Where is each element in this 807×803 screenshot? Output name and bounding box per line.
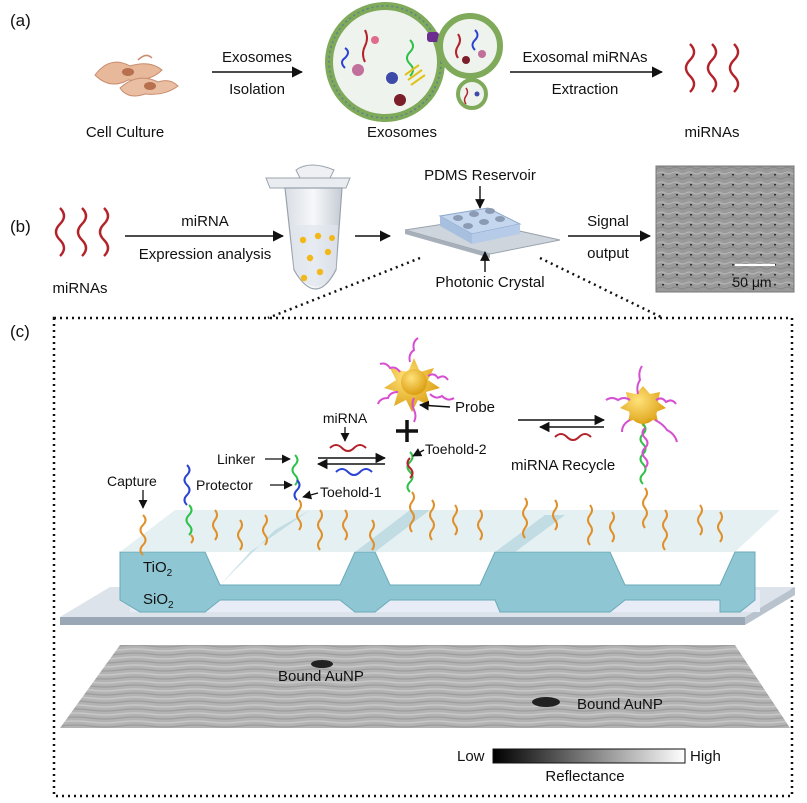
bound-aunp-spot-2 (532, 697, 560, 707)
mirna-strands-b-icon (54, 207, 110, 257)
protector-label: Protector (196, 477, 253, 493)
tio2-label: TiO2 (143, 559, 173, 579)
mirnas-label-a: miRNAs (685, 124, 740, 141)
panel-c-label: (c) (10, 322, 30, 341)
colorbar-high-label: High (690, 748, 721, 765)
mirnas-label-b: miRNAs (53, 280, 108, 297)
mirna-strands-a-icon (684, 43, 740, 93)
toehold-2-arrow (412, 448, 425, 457)
toehold-2-label: Toehold-2 (425, 441, 487, 457)
colorbar-low-label: Low (457, 748, 485, 765)
bound-probe-aunp (605, 365, 678, 529)
panel-a: (a) Cell Culture Exosomes Isolation (10, 2, 740, 141)
cell-culture-label: Cell Culture (86, 124, 164, 141)
expression-label-bottom: Expression analysis (139, 246, 272, 263)
mirna-recycle-label: miRNA Recycle (511, 457, 615, 474)
plus-icon (396, 420, 418, 442)
capture-label: Capture (107, 473, 157, 489)
microtube-icon (265, 164, 351, 290)
probe-arrow (419, 400, 451, 411)
mirna-label-c: miRNA (323, 410, 368, 426)
sio2-label: SiO2 (143, 591, 174, 611)
mirna-strand-c (329, 444, 367, 452)
pdms-label: PDMS Reservoir (424, 167, 536, 184)
recycled-mirna-strand (554, 433, 592, 441)
capture-protector-duplex-2 (291, 454, 302, 531)
extraction-label-bottom: Extraction (552, 81, 619, 98)
isolation-label-bottom: Isolation (229, 81, 285, 98)
exosomes-label: Exosomes (367, 124, 437, 141)
panel-c: (c) TiO2 SiO2 (10, 316, 795, 798)
expression-label-top: miRNA (181, 213, 229, 230)
photonic-crystal-substrate (60, 510, 795, 625)
zoom-line-right (539, 256, 664, 320)
linker-label: Linker (217, 451, 255, 467)
toehold-1-label: Toehold-1 (320, 484, 382, 500)
capture-strands (139, 497, 723, 556)
toehold-1-arrow (302, 490, 319, 500)
reflectance-colorbar (492, 748, 686, 764)
cell-culture-icon (94, 54, 179, 97)
exosome-small-icon (456, 78, 488, 110)
bound-aunp-label-2: Bound AuNP (577, 696, 663, 713)
toehold-2-duplex (406, 451, 415, 533)
released-protector-strand (335, 468, 373, 476)
signal-label-top: Signal (587, 213, 629, 230)
probe-aunp (377, 337, 455, 423)
photonic-chip-icon (404, 207, 561, 258)
colorbar-title: Reflectance (545, 768, 624, 785)
panel-b: (b) miRNAs miRNA Expression analysis (10, 164, 795, 320)
panel-b-label: (b) (10, 217, 31, 236)
scale-bar-label: 50 μm (732, 274, 771, 290)
capture-protector-duplex-1 (183, 464, 194, 544)
exosome-large-icon (325, 2, 445, 122)
zoom-line-left (267, 256, 421, 320)
signal-label-bottom: output (587, 245, 630, 262)
isolation-label-top: Exosomes (222, 49, 292, 66)
exosome-medium-icon (437, 13, 503, 79)
extraction-label-top: Exosomal miRNAs (522, 49, 647, 66)
signal-output-image: 50 μm (655, 165, 795, 293)
probe-label: Probe (455, 399, 495, 416)
reflectance-map (60, 645, 790, 728)
photonic-crystal-label: Photonic Crystal (435, 274, 544, 291)
bound-aunp-label-1: Bound AuNP (278, 668, 364, 685)
zoom-frame (52, 316, 794, 798)
bound-aunp-spot-1 (311, 660, 333, 668)
panel-a-label: (a) (10, 11, 31, 30)
